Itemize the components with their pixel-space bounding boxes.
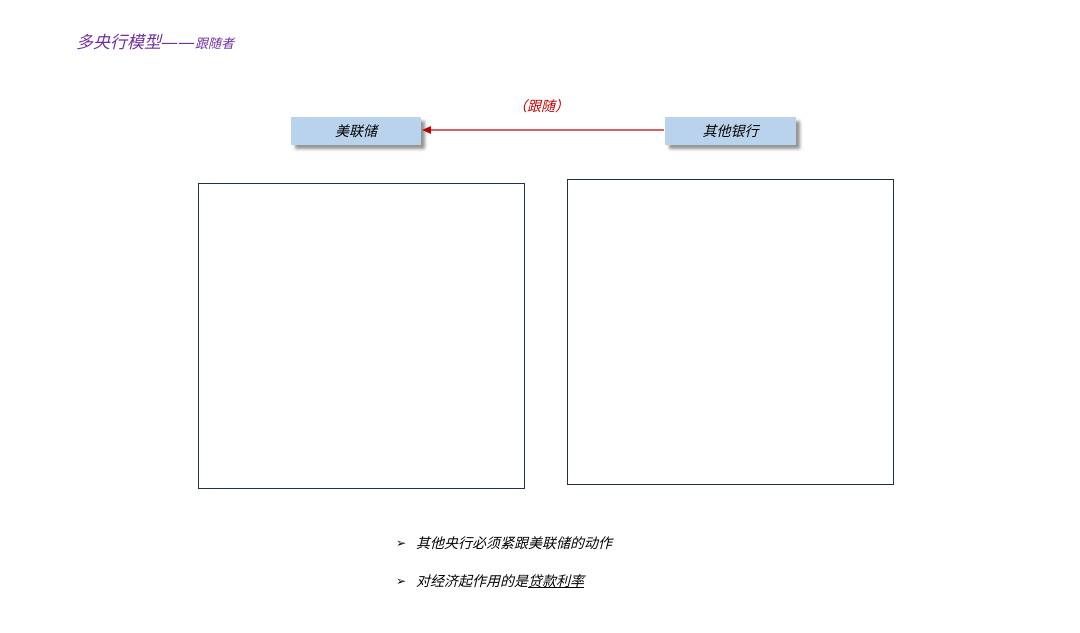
slide-title: 多央行模型——跟随者 xyxy=(76,28,234,53)
bullet-text: 对经济起作用的是 xyxy=(416,574,528,590)
node-other-banks-label: 其他银行 xyxy=(702,124,759,140)
node-federal-reserve-label: 美联储 xyxy=(335,124,377,140)
follow-arrow-head xyxy=(422,126,431,134)
right-empty-box xyxy=(567,179,894,485)
bullet-arrow-icon: ➢ xyxy=(396,574,407,588)
slide-title-main: 多央行模型—— xyxy=(76,33,195,53)
slide-title-sub: 跟随者 xyxy=(195,37,235,52)
node-federal-reserve: 美联储 xyxy=(291,117,421,145)
bullet-arrow-icon: ➢ xyxy=(396,536,407,550)
bullet-list: ➢ 其他央行必须紧跟美联储的动作 ➢ 对经济起作用的是贷款利率 xyxy=(396,533,612,609)
bullet-text-underlined: 贷款利率 xyxy=(528,574,584,590)
arrow-label: （跟随） xyxy=(513,99,569,115)
bullet-item: ➢ 其他央行必须紧跟美联储的动作 xyxy=(396,533,612,553)
node-other-banks: 其他银行 xyxy=(665,117,796,145)
left-empty-box xyxy=(198,183,525,489)
bullet-item: ➢ 对经济起作用的是贷款利率 xyxy=(396,571,612,591)
bullet-text: 其他央行必须紧跟美联储的动作 xyxy=(416,536,612,552)
